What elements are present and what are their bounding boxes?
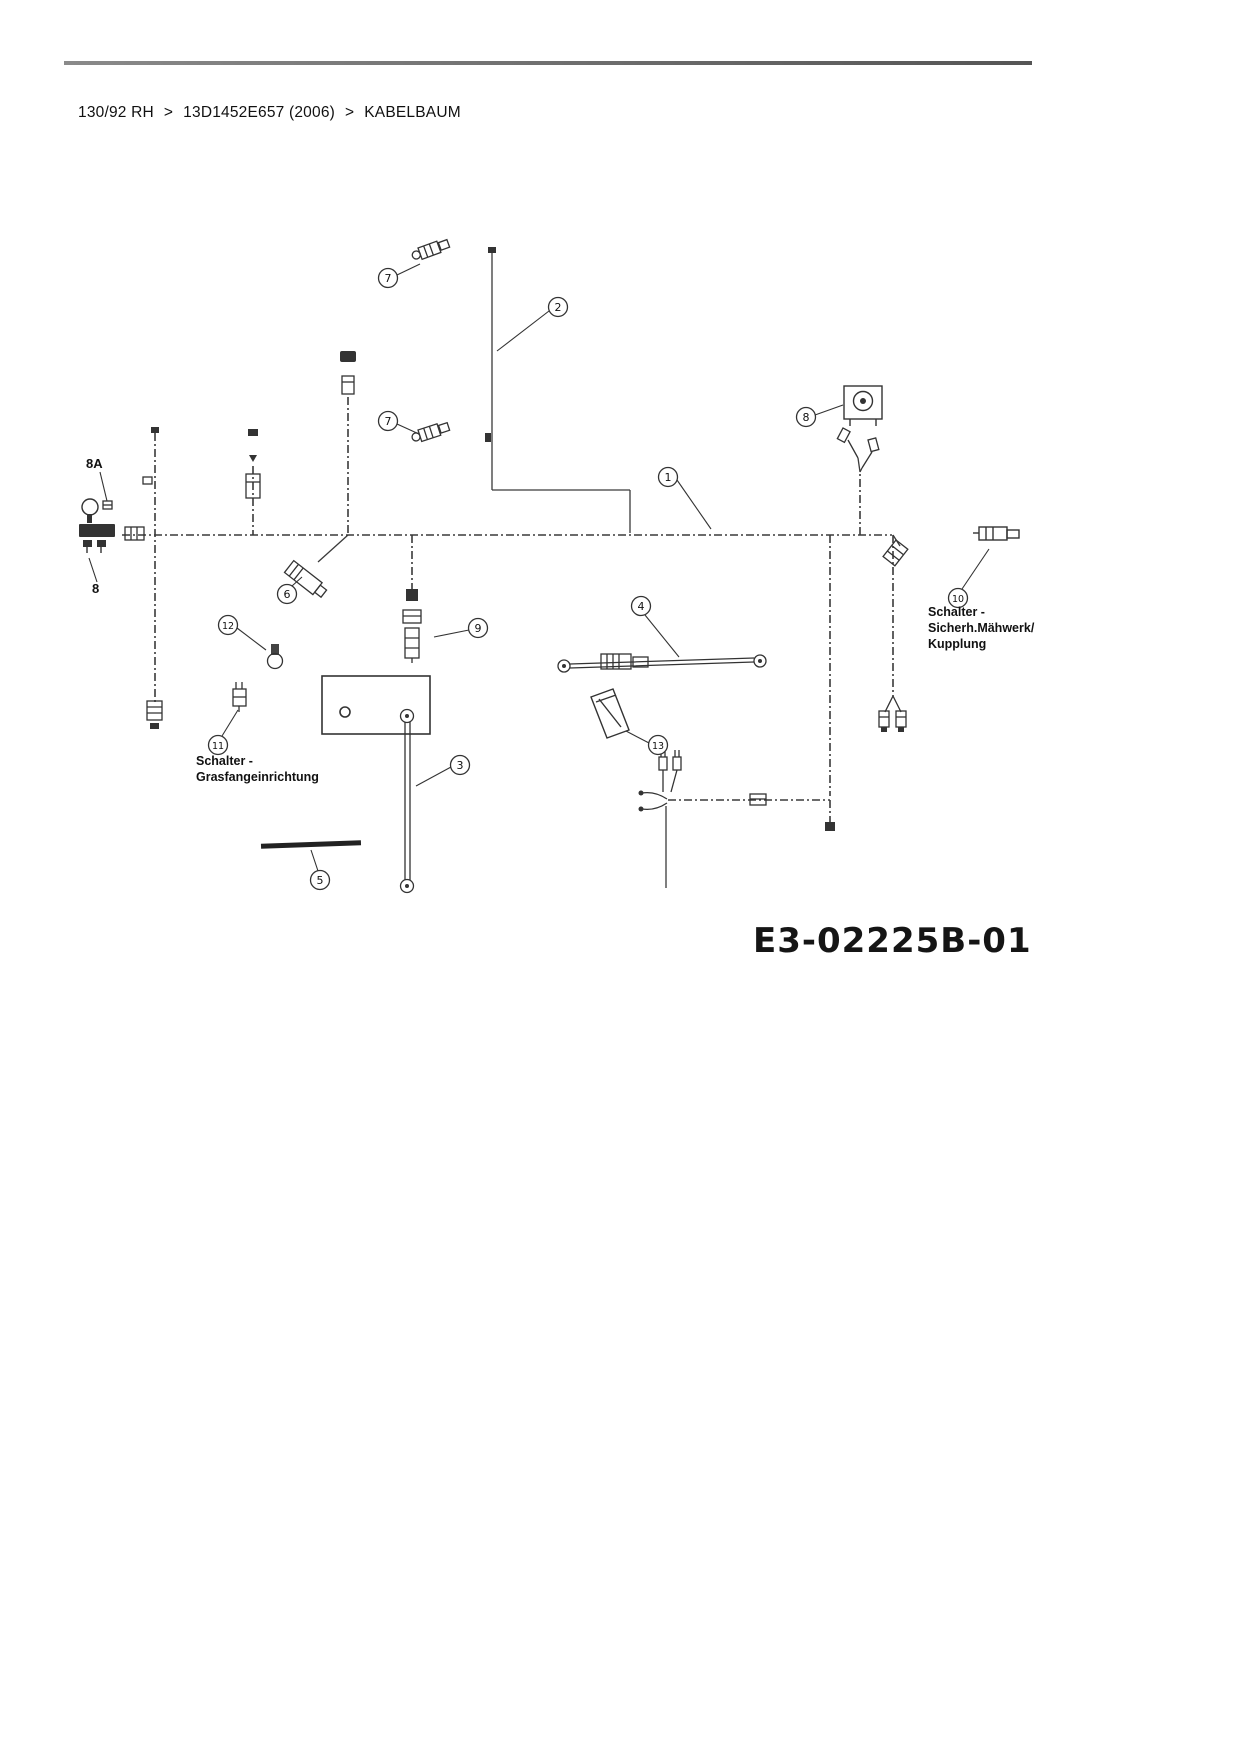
upper-branch-pins [836,427,880,469]
svg-text:7: 7 [385,415,392,428]
mount-plate [321,675,431,735]
breadcrumb-separator: > [163,104,174,121]
callout-9: 9 [467,617,489,639]
breadcrumb-item-article[interactable]: 13D1452E657 (2006) [183,104,335,121]
part-5-bar [260,840,362,849]
callout-7-mid: 7 [377,410,399,432]
fuse-8a [102,500,113,510]
breadcrumb-separator: > [345,104,355,121]
svg-text:10: 10 [952,594,964,605]
part-3-cable [399,708,415,894]
svg-text:9: 9 [475,622,482,635]
callout-11: 11 [207,734,229,756]
switch-mower-label: Schalter - Sicherh.Mähwerk/ Kupplung [928,604,1034,652]
callout-10: 10 [947,587,969,609]
part-11-switch [232,682,247,712]
key-switch-label: 8 [92,581,100,596]
callout-leaders [88,263,990,872]
key-connector [124,526,145,541]
svg-text:2: 2 [555,301,562,314]
callout-3: 3 [449,754,471,776]
callout-13: 13 [647,734,669,756]
svg-text:6: 6 [284,588,291,601]
svg-text:1: 1 [665,471,672,484]
header-divider [64,61,1032,65]
svg-text:8: 8 [803,411,810,424]
callout-12: 12 [217,614,239,636]
callout-4: 4 [630,595,652,617]
svg-text:13: 13 [652,741,664,752]
switch-grass-label: Schalter - Grasfangeinrichtung [196,753,319,785]
part-6-connector [283,559,328,599]
svg-text:7: 7 [385,272,392,285]
right-elbow-connector [882,539,909,567]
callout-1: 1 [657,466,679,488]
column-connectors-348 [340,351,356,395]
part-9-connector-stack [402,589,422,663]
part-10-connector [973,526,1020,541]
switch-mower-label-line1: Schalter - [928,605,985,619]
left-branch-connectors [142,427,163,729]
part-2-cable-tips [485,247,496,442]
part-7-connector-top [411,238,451,261]
breadcrumb-item-assembly[interactable]: KABELBAUM [364,104,461,121]
fork-connector-bottom [638,750,835,831]
switch-grass-label-line2: Grasfangeinrichtung [196,770,319,784]
breadcrumb: 130/92 RH > 13D1452E657 (2006) > KABELBA… [78,104,461,122]
svg-text:3: 3 [457,759,464,772]
ignition-switch [79,498,115,553]
fuse-label: 8A [86,456,103,471]
drawing-number: E3-02225B-01 [753,921,1032,961]
part-13-switch [590,688,630,739]
svg-text:11: 11 [212,741,224,752]
svg-text:4: 4 [638,600,645,613]
solid-wires [317,252,901,888]
harness-diagram-svg: 7 2 7 8 1 6 12 9 4 10 11 3 13 5 [79,238,1020,894]
switch-mower-label-line2: Sicherh.Mähwerk/ [928,621,1035,635]
part-8-bracket [843,385,883,426]
svg-text:12: 12 [222,621,234,632]
callout-8: 8 [795,406,817,428]
svg-text:5: 5 [317,874,324,887]
switch-mower-label-line3: Kupplung [928,637,987,651]
part-7-connector-mid [411,421,451,443]
part-4-cable [557,653,767,673]
callout-7-top: 7 [377,267,399,289]
callouts: 7 2 7 8 1 6 12 9 4 10 11 3 13 5 [207,267,969,891]
wire-harness-dashed [122,397,894,822]
part-12-part [266,644,284,670]
right-fork-connector [878,695,907,732]
column-connectors-253 [245,429,261,499]
switch-grass-label-line1: Schalter - [196,754,253,768]
callout-2: 2 [547,296,569,318]
callout-5: 5 [309,869,331,891]
breadcrumb-item-model[interactable]: 130/92 RH [78,104,154,121]
callout-6: 6 [276,583,298,605]
